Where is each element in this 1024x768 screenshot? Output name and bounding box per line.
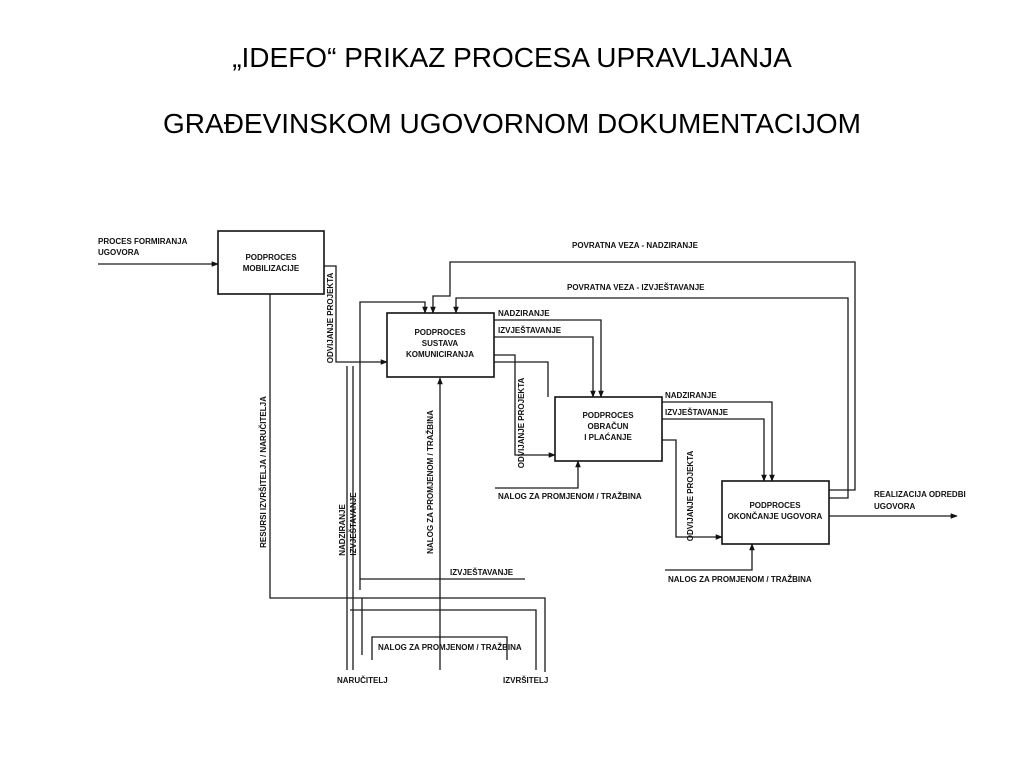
label-izvjestavanje-v: IZVJEŠTAVANJE bbox=[349, 492, 358, 556]
line-output-komuniciranje bbox=[494, 361, 549, 397]
label-narucitelj: NARUČITELJ bbox=[337, 676, 388, 685]
arrow-povratna-izvjestavanje bbox=[453, 297, 849, 499]
label-odvijanje-3: ODVIJANJE PROJEKTA bbox=[686, 451, 695, 542]
label-izvrsitelj: IZVRŠITELJ bbox=[503, 676, 548, 685]
box-placanje[interactable]: PODPROCES OBRAČUN I PLAĆANJE bbox=[554, 396, 663, 462]
label-nalog-1: NALOG ZA PROMJENOM / TRAŽBINA bbox=[426, 410, 435, 554]
box-mobilizacija-line-2: MOBILIZACIJE bbox=[243, 264, 300, 273]
box-placanje-line-1: PODPROCES bbox=[582, 411, 634, 420]
arrow-odvijanje-2 bbox=[494, 354, 556, 458]
arrow-nadziranje-1 bbox=[494, 319, 604, 398]
arrow-izvjestavanje-2 bbox=[662, 418, 767, 482]
label-resursi: RESURSI IZVRŠITELJA / NARUČITELJA bbox=[259, 396, 268, 548]
box-placanje-line-3: I PLAĆANJE bbox=[584, 433, 632, 442]
label-izvjestavanje-2: IZVJEŠTAVANJE bbox=[665, 408, 729, 417]
arrow-nalog-3 bbox=[665, 543, 755, 571]
box-komuniciranje-line-2: SUSTAVA bbox=[422, 339, 459, 348]
line-nalog-4 bbox=[371, 636, 508, 660]
label-nadziranje-v: NADZIRANJE bbox=[338, 504, 347, 556]
arrow-control-left bbox=[359, 301, 428, 590]
arrow-nalog-2 bbox=[495, 460, 581, 489]
label-izvjestavanje-1: IZVJEŠTAVANJE bbox=[498, 326, 562, 335]
label-nalog-3: NALOG ZA PROMJENOM / TRAŽBINA bbox=[668, 575, 812, 584]
line-izvrsitelj-1 bbox=[350, 609, 537, 670]
box-mobilizacija[interactable]: PODPROCES MOBILIZACIJE bbox=[217, 230, 325, 295]
label-nalog-4: NALOG ZA PROMJENOM / TRAŽBINA bbox=[378, 643, 522, 652]
page-title-line-1: „IDEFO“ PRIKAZ PROCESA UPRAVLJANJA bbox=[232, 42, 792, 73]
label-nalog-2: NALOG ZA PROMJENOM / TRAŽBINA bbox=[498, 492, 642, 501]
box-mobilizacija-line-1: PODPROCES bbox=[245, 253, 297, 262]
label-realizacija-1: REALIZACIJA ODREDBI bbox=[874, 490, 966, 499]
box-placanje-line-2: OBRAČUN bbox=[588, 422, 629, 431]
box-komuniciranje-line-1: PODPROCES bbox=[414, 328, 466, 337]
label-nadziranje-1: NADZIRANJE bbox=[498, 309, 550, 318]
arrow-povratna-nadziranje bbox=[430, 261, 856, 491]
box-okoncanje[interactable]: PODPROCES OKONČANJE UGOVORA bbox=[721, 480, 830, 545]
arrow-izvjestavanje-1 bbox=[494, 336, 596, 398]
connector-lines bbox=[98, 261, 958, 672]
box-okoncanje-line-1: PODPROCES bbox=[749, 501, 801, 510]
label-proces-formiranja-1: PROCES FORMIRANJA bbox=[98, 237, 188, 246]
label-povratna-nadziranje: POVRATNA VEZA - NADZIRANJE bbox=[572, 241, 699, 250]
page-title-line-2: GRAĐEVINSKOM UGOVORNOM DOKUMENTACIJOM bbox=[163, 108, 861, 139]
box-okoncanje-line-2: OKONČANJE UGOVORA bbox=[728, 512, 823, 521]
label-izvjestavanje-bottom: IZVJEŠTAVANJE bbox=[450, 568, 514, 577]
box-komuniciranje[interactable]: PODPROCES SUSTAVA KOMUNICIRANJA bbox=[386, 312, 495, 378]
label-nadziranje-2: NADZIRANJE bbox=[665, 391, 717, 400]
label-realizacija-2: UGOVORA bbox=[874, 502, 916, 511]
label-odvijanje-1: ODVIJANJE PROJEKTA bbox=[326, 273, 335, 364]
arrow-nadziranje-2 bbox=[662, 401, 775, 482]
line-resursi bbox=[269, 294, 546, 672]
arrow-odvijanje-3 bbox=[662, 439, 723, 540]
arrow-odvijanje-1 bbox=[324, 265, 388, 365]
label-proces-formiranja-2: UGOVORA bbox=[98, 248, 140, 257]
label-odvijanje-2: ODVIJANJE PROJEKTA bbox=[517, 378, 526, 469]
label-povratna-izvjestavanje: POVRATNA VEZA - IZVJEŠTAVANJE bbox=[567, 283, 705, 292]
box-komuniciranje-line-3: KOMUNICIRANJA bbox=[406, 350, 474, 359]
